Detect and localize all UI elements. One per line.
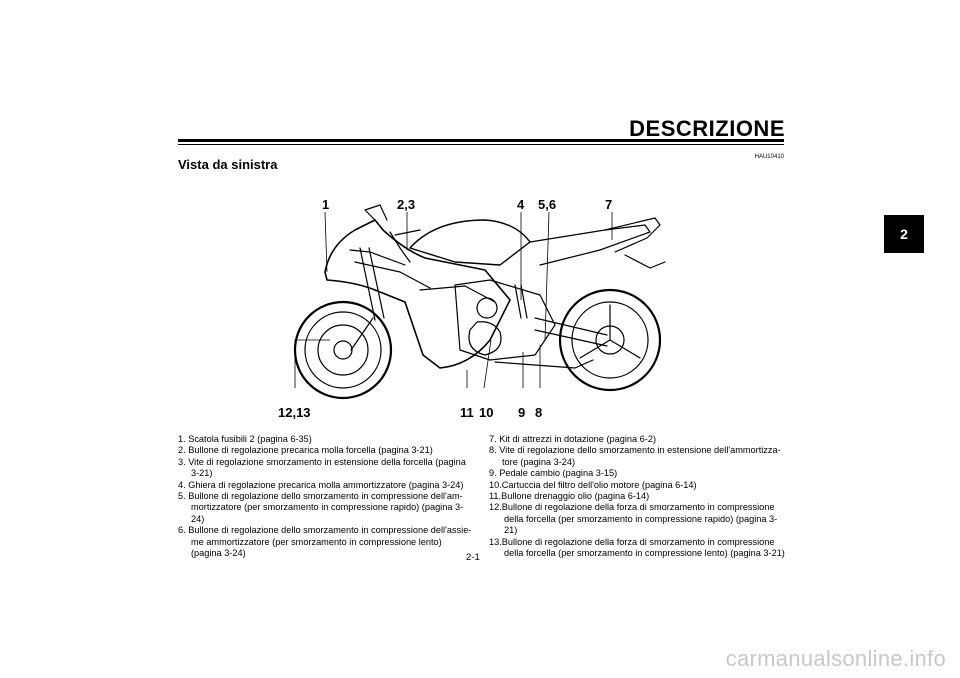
list-item: 6. Bullone di regolazione dello smorzame… (178, 525, 472, 559)
legend-list-right: 7. Kit di attrezzi in dotazione (pagina … (489, 434, 789, 559)
callout-9: 9 (518, 405, 526, 420)
callout-5-6: 5,6 (538, 197, 557, 212)
list-item: 12.Bullone di regolazione della forza di… (489, 502, 778, 536)
section-code: HAU10410 (754, 154, 784, 160)
list-item: 2. Bullone di regolazione precarica moll… (178, 445, 433, 456)
chapter-tab[interactable]: 2 (884, 215, 924, 253)
callout-12-13: 12,13 (278, 405, 311, 420)
chapter-title: DESCRIZIONE (629, 116, 785, 141)
callout-8: 8 (535, 405, 543, 420)
callout-1: 1 (322, 197, 330, 212)
section-title: Vista da sinistra (178, 157, 278, 172)
legend-list-left: 1. Scatola fusibili 2 (pagina 6-35) 2. B… (178, 434, 473, 559)
callout-4: 4 (517, 197, 525, 212)
callout-7: 7 (605, 197, 613, 212)
list-item: 13.Bullone di regolazione della forza di… (489, 536, 785, 559)
list-item: 4. Ghiera di regolazione precarica molla… (178, 479, 464, 490)
callout-2-3: 2,3 (397, 197, 416, 212)
watermark[interactable]: carmanualsonline.info (725, 646, 946, 671)
page-number: 2-1 (466, 552, 480, 563)
callout-11: 11 (460, 405, 474, 420)
header-rule-thin (178, 144, 784, 145)
list-item: 9. Pedale cambio (pagina 3-15) (489, 468, 618, 479)
list-item: 11.Bullone drenaggio olio (pagina 6-14) (489, 491, 650, 502)
list-item: 3. Vite di regolazione smorzamento in es… (178, 456, 466, 479)
list-item: 1. Scatola fusibili 2 (pagina 6-35) (178, 434, 312, 444)
motorcycle-illustration (293, 204, 666, 400)
list-item: 5. Bullone di regolazione dello smorzame… (178, 491, 464, 524)
list-item: 8. Vite di regolazione dello smorzamento… (489, 445, 781, 467)
header-rule-thick (178, 139, 784, 142)
list-item: 10.Cartuccia del filtro dell'olio motore… (489, 479, 697, 490)
list-item: 7. Kit di attrezzi in dotazione (pagina … (489, 434, 656, 444)
callout-10: 10 (479, 405, 494, 420)
